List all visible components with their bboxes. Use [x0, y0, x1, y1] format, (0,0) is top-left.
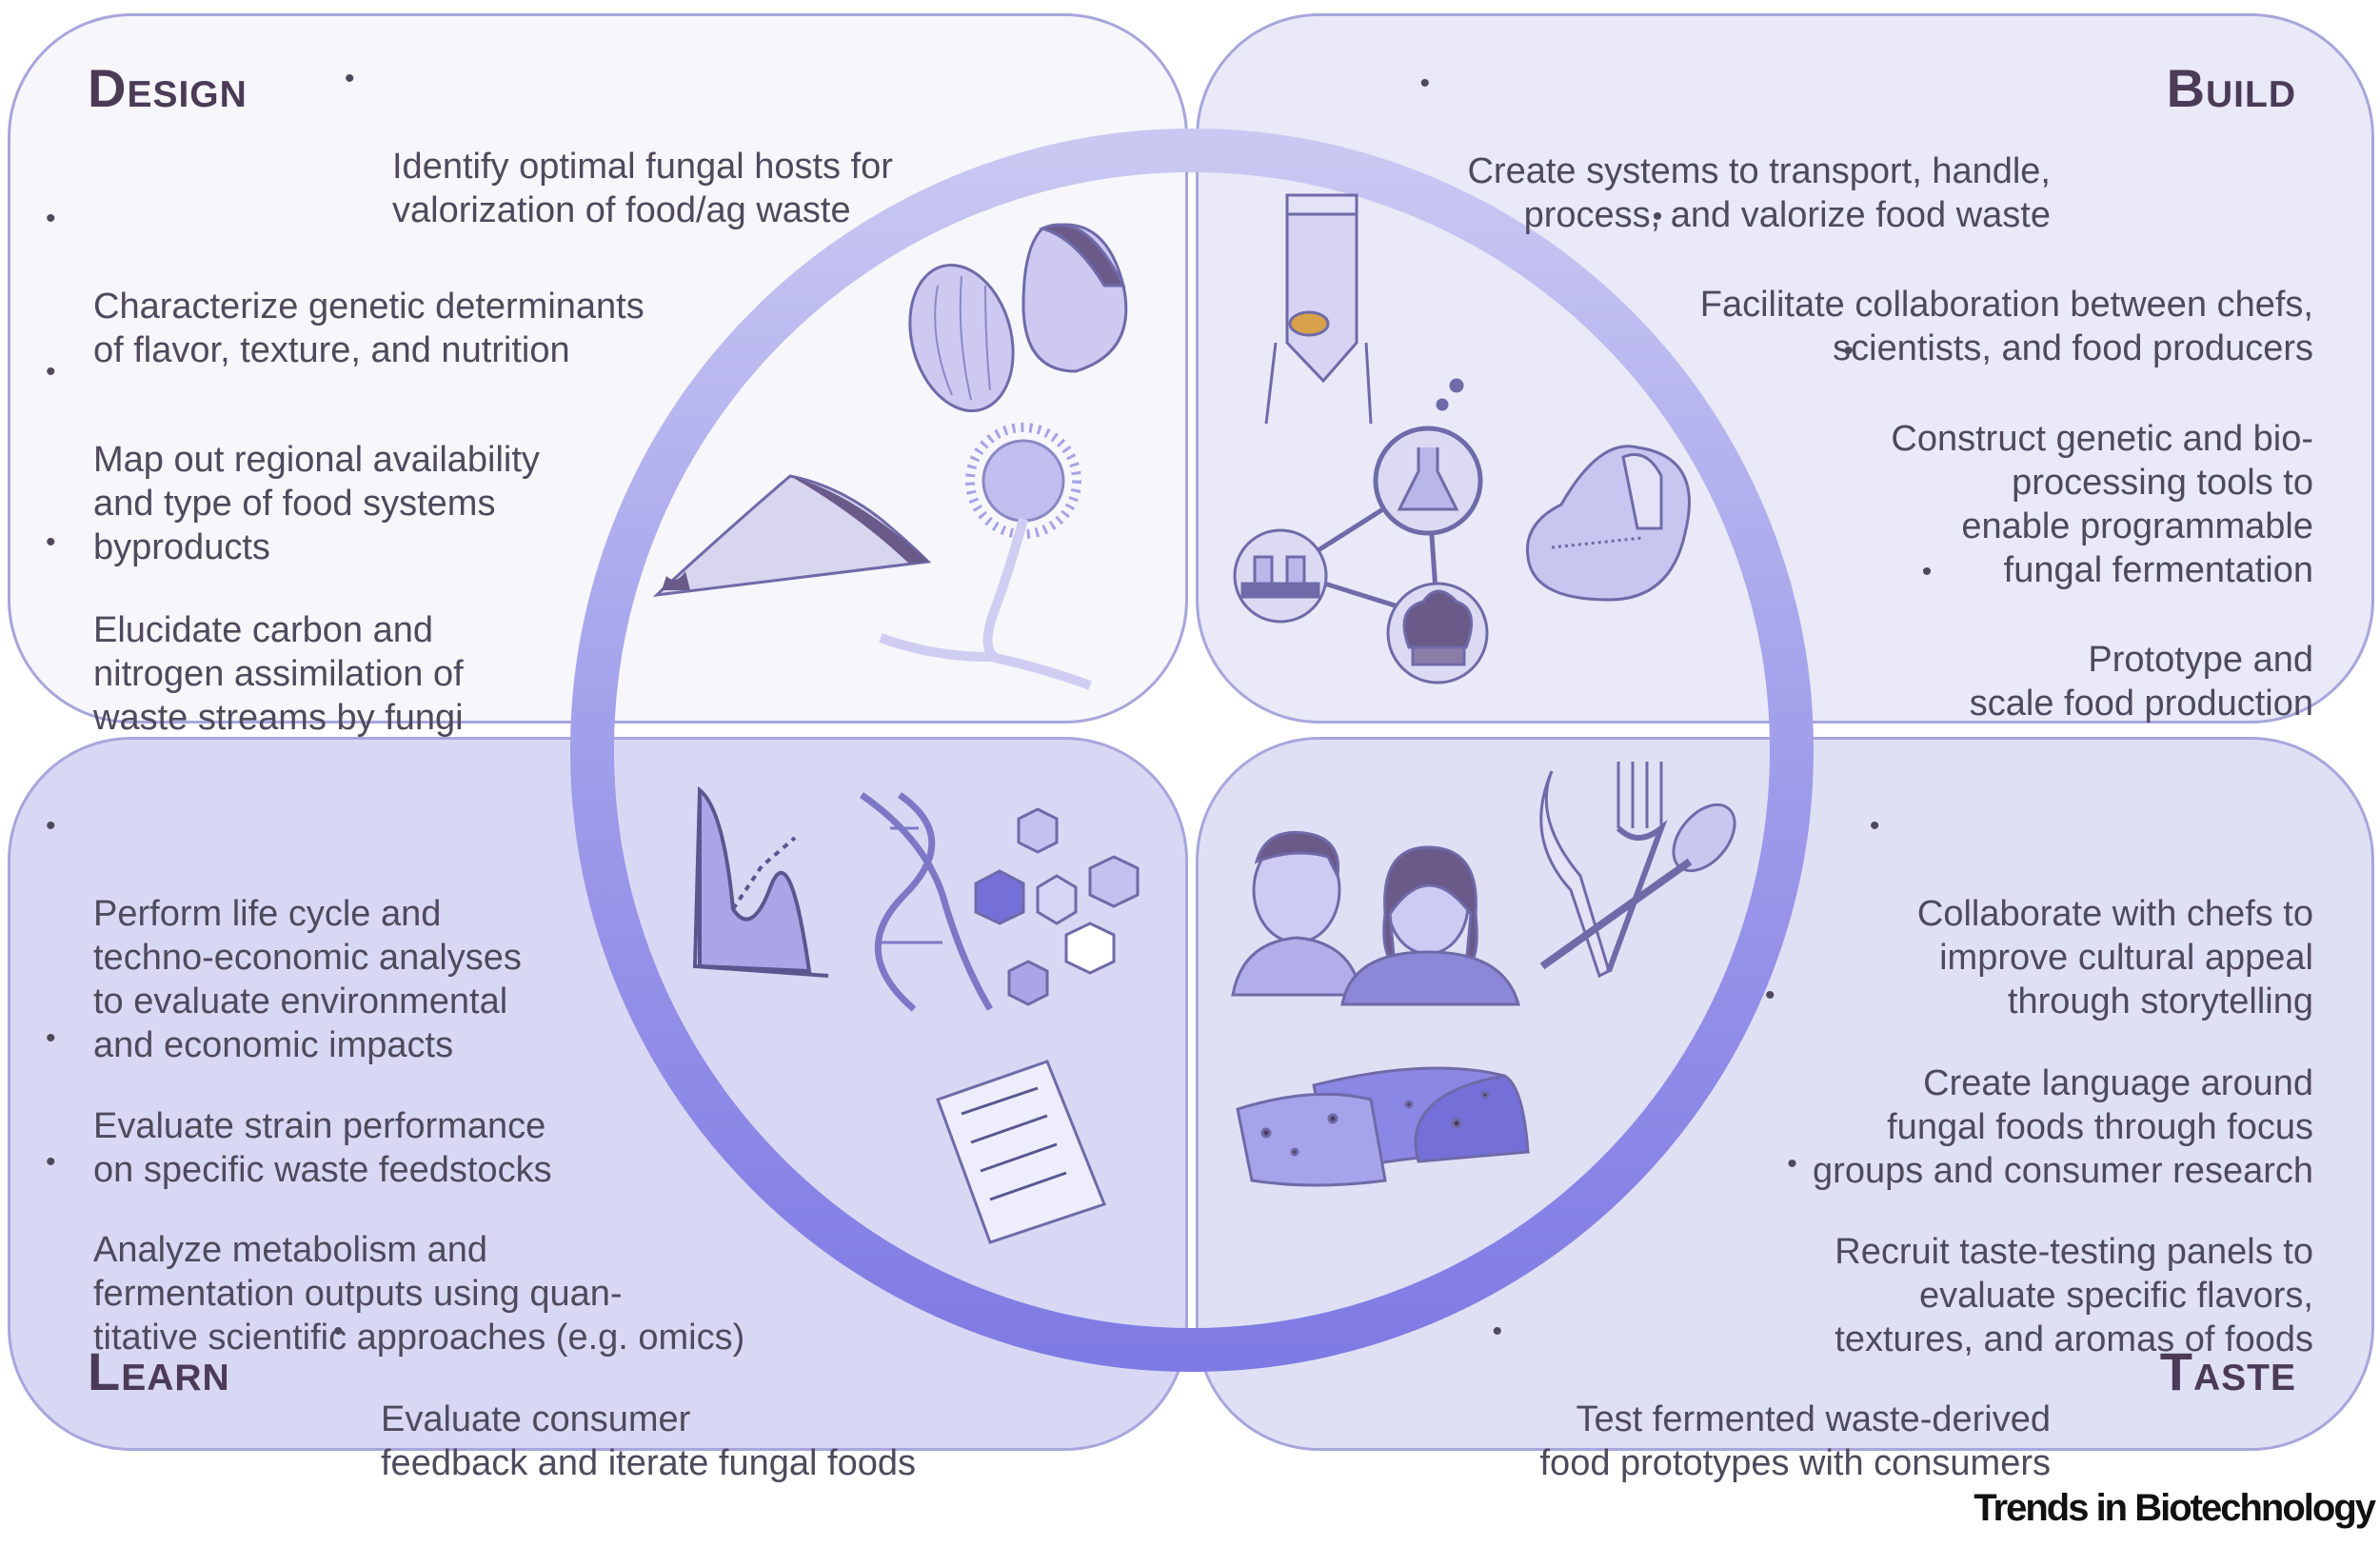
kidney-organism-icon — [1525, 445, 1691, 602]
learn-heading: Learn — [88, 1341, 230, 1401]
cycle-circle — [570, 129, 1814, 1372]
taste-heading: Taste — [2159, 1341, 2296, 1401]
hexagon-cluster-icon — [974, 807, 1140, 1006]
learn-bullet-2: • Evaluate strain performance on specifi… — [46, 1022, 552, 1190]
build-bullet-3: • Construct genetic and bio- processing … — [1843, 335, 2313, 590]
taste-bullet-3: • Recruit taste-testing panels to evalua… — [1787, 1148, 2313, 1359]
silo-tank-icon — [1264, 193, 1373, 425]
dna-helix-icon — [860, 792, 994, 1012]
taste-bullet-4: • Test fermented waste-derived food prot… — [1492, 1316, 2052, 1483]
learn-bullet-4: • Evaluate consumer feedback and iterate… — [333, 1316, 916, 1483]
build-bullet-2: • Facilitate collaboration between chefs… — [1652, 201, 2313, 368]
learn-bullet-1: • Perform life cycle and techno-economic… — [46, 810, 522, 1065]
build-heading: Build — [2166, 58, 2296, 118]
design-bullet-2: • Characterize genetic determinants of f… — [46, 203, 645, 370]
build-bullet-4: • Prototype and scale food production — [1921, 556, 2313, 724]
people-icon — [1231, 830, 1520, 1006]
design-bullet-1: • Identify optimal fungal hosts for valo… — [345, 63, 893, 230]
journal-brand: Trends in Biotechnology — [1973, 1487, 2376, 1529]
design-bullet-3: • Map out regional availability and type… — [46, 356, 540, 567]
design-bullet-4: • Elucidate carbon and nitrogen assimila… — [46, 526, 464, 738]
chef-hat-icon — [1386, 582, 1489, 684]
learn-bullet-3: • Analyze metabolism and fermentation ou… — [46, 1146, 745, 1358]
seed-icon — [908, 223, 1128, 413]
fungus-sporangium-icon — [879, 423, 1092, 690]
design-heading: Design — [88, 58, 248, 118]
taste-bullet-1: • Collaborate with chefs to improve cult… — [1869, 810, 2313, 1021]
bread-loaf-icon — [1236, 1066, 1531, 1187]
taste-bullet-2: • Create language around fungal foods th… — [1765, 980, 2313, 1191]
build-bullet-1: • Create systems to transport, handle, p… — [1419, 68, 2051, 235]
bioreactor-icon — [1233, 528, 1328, 624]
line-graph-icon — [692, 785, 829, 978]
checklist-icon — [936, 1060, 1106, 1244]
powder-pile-icon — [652, 474, 932, 598]
utensils-icon — [1539, 762, 1736, 979]
